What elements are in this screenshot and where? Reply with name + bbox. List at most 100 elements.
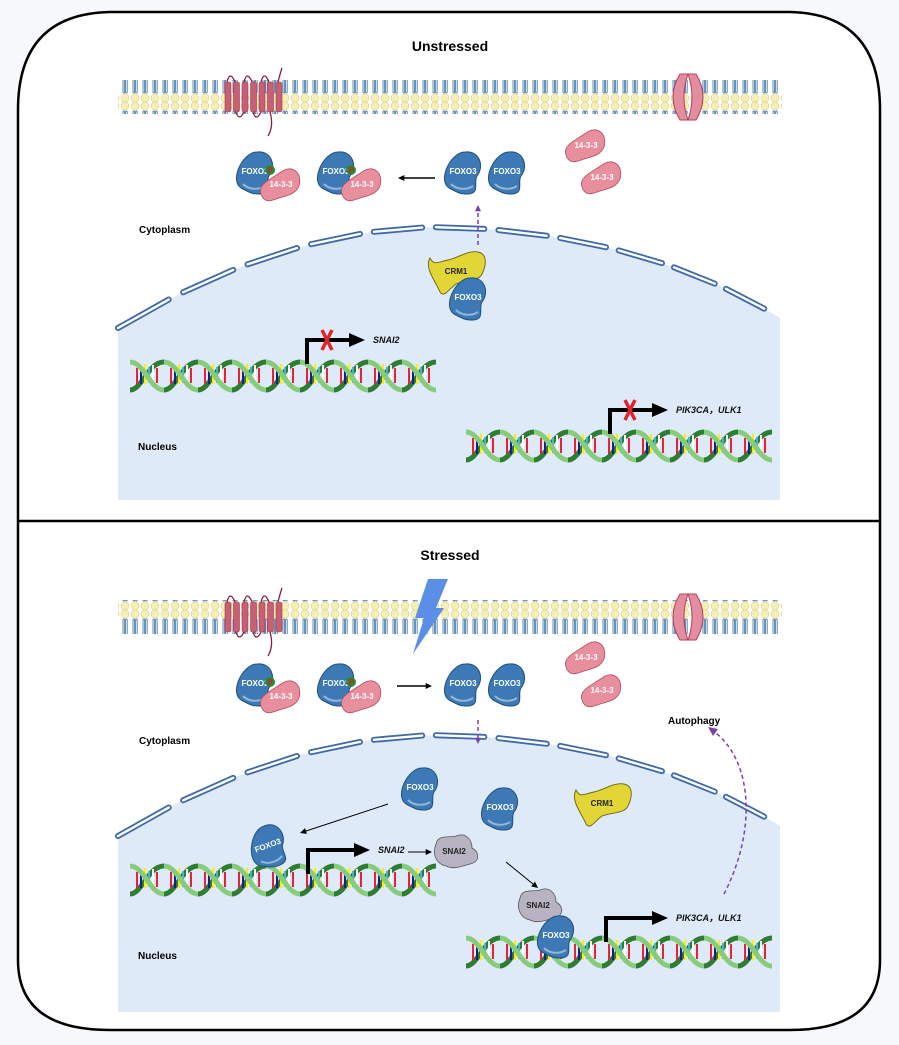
nuclear-pore-inner bbox=[672, 774, 716, 793]
promoter-arrow: PIK3CA，ULK1 bbox=[608, 399, 742, 434]
ion-channel bbox=[672, 73, 704, 121]
phospho-label: P bbox=[348, 678, 354, 688]
foxo3-label: FOXO3 bbox=[322, 167, 350, 176]
foxo3-protein-highlight bbox=[450, 695, 474, 702]
phospho-site: P bbox=[265, 165, 275, 176]
nucleus-region bbox=[118, 227, 780, 500]
protein-14-3-3-label: 14-3-3 bbox=[574, 653, 598, 662]
receptor-helix bbox=[275, 601, 283, 633]
foxo3-protein-shape bbox=[487, 663, 525, 707]
foxo3-label: FOXO3 bbox=[406, 783, 434, 792]
cytoplasm-label: Cytoplasm bbox=[139, 225, 190, 236]
panel-title: Stressed bbox=[420, 547, 479, 563]
foxo3-protein: FOXO3 bbox=[480, 787, 518, 831]
nuclear-pore-inner bbox=[672, 266, 716, 285]
receptor-helix bbox=[258, 601, 266, 633]
nuclear-pore-inner bbox=[372, 734, 424, 742]
stress-lightning-icon bbox=[413, 579, 448, 654]
protein-14-3-3-label: 14-3-3 bbox=[590, 173, 614, 182]
nuclear-pore-inner bbox=[559, 236, 608, 249]
snai2-protein: SNAI2 bbox=[518, 888, 563, 923]
crm1-shape bbox=[574, 783, 632, 827]
foxo3-protein-shape bbox=[480, 787, 518, 831]
foxo3-protein-highlight bbox=[543, 947, 567, 954]
foxo3-protein-shape bbox=[250, 824, 287, 868]
foxo3-protein-highlight bbox=[455, 309, 479, 316]
phospho-label: P bbox=[348, 166, 354, 176]
autophagy-arrow-shaft bbox=[711, 729, 747, 895]
protein-14-3-3-shape bbox=[259, 680, 301, 714]
foxo3-protein: FOXO3 bbox=[250, 824, 287, 868]
foxo3-protein-shape bbox=[536, 915, 574, 959]
protein-14-3-3: 14-3-3 bbox=[259, 680, 301, 714]
protein-14-3-3-label: 14-3-3 bbox=[350, 180, 374, 189]
blocked-x-icon bbox=[623, 399, 637, 421]
protein-14-3-3-label: 14-3-3 bbox=[574, 141, 598, 150]
foxo3-label: FOXO3 bbox=[493, 167, 521, 176]
channel-right-half bbox=[687, 73, 704, 121]
nuclear-pore-inner bbox=[181, 268, 235, 294]
receptor-helix bbox=[224, 81, 232, 113]
foxo3-protein-shape bbox=[316, 151, 354, 195]
foxo3-protein: FOXO3 bbox=[316, 151, 354, 195]
panel-title: Unstressed bbox=[412, 38, 488, 54]
phospho-circle bbox=[346, 165, 356, 175]
crm1-label: CRM1 bbox=[591, 799, 614, 808]
foxo3-protein-shape bbox=[443, 151, 481, 195]
nuclear-pore-inner bbox=[246, 246, 299, 266]
snai2-binding-arrow-head bbox=[531, 881, 538, 888]
crm1-protein: CRM1 bbox=[428, 251, 486, 295]
crm1-shape bbox=[428, 251, 486, 295]
binding-arrow-head bbox=[300, 828, 307, 834]
receptor-helix bbox=[258, 81, 266, 113]
foxo3-protein-highlight bbox=[494, 695, 518, 702]
foxo3-protein: FOXO3 bbox=[536, 915, 574, 959]
promoter-arrowhead bbox=[354, 843, 370, 857]
nuclear-pore-inner bbox=[309, 740, 362, 754]
crm1-protein: CRM1 bbox=[574, 783, 632, 827]
dissociation-arrow bbox=[397, 682, 432, 690]
promoter-line bbox=[608, 408, 652, 434]
nuclear-pore-inner bbox=[724, 287, 766, 310]
nuclear-envelope bbox=[115, 224, 768, 331]
promoter-line bbox=[604, 916, 652, 942]
gene-label: SNAI2 bbox=[373, 335, 400, 345]
nuclear-pore-inner bbox=[246, 754, 299, 774]
nucleus-label: Nucleus bbox=[138, 442, 177, 453]
phospho-site: P bbox=[265, 677, 275, 688]
foxo3-protein-shape bbox=[235, 151, 273, 195]
receptor-helix bbox=[267, 601, 274, 633]
snai2-binding-arrow bbox=[505, 861, 538, 888]
foxo3-label: FOXO3 bbox=[241, 679, 269, 688]
phospho-site: P bbox=[346, 677, 356, 688]
phospho-circle bbox=[265, 677, 275, 687]
foxo3-label: FOXO3 bbox=[542, 931, 570, 940]
receptor-helix bbox=[267, 81, 274, 113]
foxo3-protein: FOXO3 bbox=[443, 151, 481, 195]
protein-14-3-3: 14-3-3 bbox=[580, 161, 622, 195]
autophagy-label: Autophagy bbox=[668, 716, 721, 727]
protein-14-3-3: 14-3-3 bbox=[564, 641, 606, 675]
promoter-arrow: PIK3CA，ULK1 bbox=[604, 911, 742, 942]
phospho-label: P bbox=[267, 678, 273, 688]
crm1-label: CRM1 bbox=[445, 267, 468, 276]
foxo3-protein-shape bbox=[448, 277, 486, 321]
protein-14-3-3-shape bbox=[580, 161, 622, 195]
foxo3-label: FOXO3 bbox=[486, 803, 514, 812]
dissociation-arrow-head bbox=[425, 682, 432, 690]
receptor-helix bbox=[241, 601, 249, 633]
receptor-helix bbox=[250, 601, 257, 633]
receptor-helix bbox=[233, 81, 240, 113]
protein-14-3-3: 14-3-3 bbox=[564, 129, 606, 163]
cytoplasm-label: Cytoplasm bbox=[139, 736, 190, 747]
phospho-circle bbox=[346, 677, 356, 687]
foxo3-protein: FOXO3 bbox=[400, 767, 438, 811]
foxo3-protein-shape bbox=[235, 663, 273, 707]
nuclear-envelope bbox=[115, 732, 768, 839]
foxo3-label: FOXO3 bbox=[454, 293, 482, 302]
foxo3-label: FOXO3 bbox=[322, 679, 350, 688]
